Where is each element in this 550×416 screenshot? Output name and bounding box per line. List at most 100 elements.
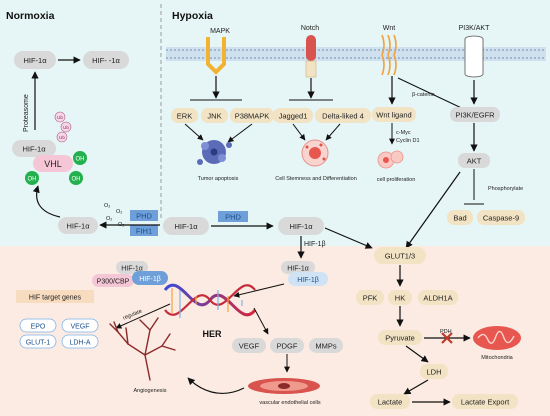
arrow-p38 bbox=[227, 123, 253, 143]
p38mapk-label: P38MAPK bbox=[235, 112, 270, 121]
arrow-akt-glut bbox=[405, 171, 461, 249]
o2-label-3: O₂ bbox=[106, 216, 112, 222]
hif-dimer-a-pill bbox=[281, 261, 315, 274]
hif-center-label: HIF-1α bbox=[174, 222, 198, 231]
bad-pill bbox=[447, 210, 473, 225]
caspase9-pill bbox=[477, 210, 525, 225]
lactate-export-pill bbox=[452, 394, 518, 409]
cell-proliferation-label: cell proliferation bbox=[377, 177, 416, 183]
hif-lower-label: HIF-1α bbox=[66, 222, 90, 231]
pdh-label: PDH bbox=[440, 329, 452, 335]
mapk-receptor-icon bbox=[206, 37, 226, 75]
hif-lower-pill bbox=[58, 217, 98, 234]
cyclin-label: Cyclin D1 bbox=[396, 138, 420, 144]
o2-label-2: O₂ bbox=[116, 209, 122, 215]
mitochondria-icon bbox=[473, 326, 521, 350]
arrow-b-catenin bbox=[397, 77, 471, 113]
hif-complex-pill bbox=[12, 140, 56, 157]
jnk-label: JNK bbox=[207, 112, 221, 121]
aldh-label: ALDH1A bbox=[423, 294, 452, 303]
arrow-jagged bbox=[292, 123, 306, 141]
mapk-label: MAPK bbox=[210, 28, 230, 35]
oh-icon-3 bbox=[25, 171, 39, 185]
arrow-ldh-lactate bbox=[403, 379, 429, 395]
notch-receptor-icon bbox=[306, 35, 316, 61]
phd-right-label: PHD bbox=[225, 213, 241, 222]
wnt-ligand-pill bbox=[372, 107, 416, 122]
arrow-hif-glut bbox=[324, 227, 373, 249]
hif-top-left-label: HIF-1α bbox=[23, 56, 47, 65]
gene-vegf bbox=[61, 318, 99, 333]
factor-pdgf bbox=[270, 338, 304, 353]
oh-label-3: OH bbox=[28, 177, 37, 183]
fih1-box bbox=[130, 225, 158, 236]
arrow-to-vhl bbox=[32, 185, 61, 218]
vascular-label: vascular endothelial cells bbox=[259, 400, 320, 406]
hif-dimer-a-label: HIF-1α bbox=[287, 266, 309, 273]
wnt-receptor-icon bbox=[381, 34, 397, 76]
wnt-ligand-label: Wnt ligand bbox=[376, 111, 411, 120]
gene-ldha bbox=[61, 334, 99, 349]
stem-cell-icon bbox=[301, 139, 329, 167]
oh-icon-1 bbox=[73, 151, 87, 165]
akt-pill bbox=[458, 153, 490, 168]
caspase9-label: Caspase-9 bbox=[483, 214, 519, 223]
angiogenesis-icon bbox=[109, 317, 176, 381]
pdh-blocked-icon bbox=[441, 332, 453, 344]
oh-label-1: OH bbox=[76, 157, 85, 163]
wnt-label: Wnt bbox=[383, 25, 396, 32]
notch-label: Notch bbox=[301, 25, 319, 32]
pi3k-label: PI3K/AKT bbox=[459, 25, 490, 32]
notch-intracellular-icon bbox=[305, 60, 317, 78]
hif-complex-label: HIF-1α bbox=[22, 145, 46, 154]
phd-right-box bbox=[218, 211, 248, 222]
factor-mmps bbox=[309, 338, 343, 353]
factor-vegf bbox=[232, 338, 266, 353]
ub-icon-2 bbox=[60, 121, 72, 133]
lactate-pill bbox=[370, 394, 410, 409]
angiogenesis-label: Angiogenesis bbox=[133, 388, 166, 394]
bad-label: Bad bbox=[453, 214, 466, 223]
aldh-pill bbox=[418, 290, 458, 305]
ub-label-3: Ub bbox=[59, 135, 65, 140]
gene-glut1-label: GLUT-1 bbox=[26, 340, 51, 347]
hif-dimer-b-label: HIF-1β bbox=[297, 277, 319, 284]
her-dna-icon bbox=[163, 283, 257, 318]
ub-icon-3 bbox=[56, 131, 68, 143]
pi3k-egfr-label: PI3K/EGFR bbox=[455, 111, 495, 120]
mitochondria-label: Mitochondria bbox=[481, 355, 513, 361]
gene-epo-label: EPO bbox=[31, 324, 46, 331]
gene-vegf-label: VEGF bbox=[70, 324, 89, 331]
ub-label-1: Ub bbox=[57, 115, 63, 120]
tumor-apoptosis-label: Tumor apoptosis bbox=[198, 176, 239, 182]
hif-center-pill bbox=[163, 217, 209, 235]
arrow-erk bbox=[184, 123, 204, 141]
erk-pill bbox=[171, 108, 198, 123]
jnk-pill bbox=[201, 108, 228, 123]
gene-glut1 bbox=[19, 334, 57, 349]
hif-dimer-b-pill bbox=[288, 272, 328, 286]
glut-pill bbox=[374, 247, 426, 264]
oh-label-2: OH bbox=[72, 177, 81, 183]
arrow-dimer-her bbox=[233, 283, 285, 298]
arrow-pyruvate-ldh bbox=[405, 345, 429, 363]
hk-pill bbox=[388, 290, 412, 305]
vhl-pill bbox=[33, 155, 73, 172]
fih1-label: FIH1 bbox=[136, 227, 152, 236]
cmyc-label: c-Myc bbox=[396, 130, 411, 136]
lactate-label: Lactate bbox=[378, 398, 403, 407]
jagged1-label: Jagged1 bbox=[279, 112, 308, 121]
proteasome-label: Proteasome bbox=[23, 94, 30, 132]
ub-label-2: Ub bbox=[63, 125, 69, 130]
hypoxia-title: Hypoxia bbox=[172, 10, 213, 22]
vascular-endothelial-cell-icon bbox=[248, 378, 320, 394]
pi3k-receptor-icon bbox=[464, 39, 484, 78]
arrow-her-factors bbox=[253, 307, 269, 335]
pfk-label: PFK bbox=[363, 294, 378, 303]
jagged1-pill bbox=[273, 108, 313, 123]
gene-ldha-label: LDH-A bbox=[69, 340, 90, 347]
akt-label: AKT bbox=[467, 157, 482, 166]
complex-a-pill bbox=[116, 261, 148, 274]
phd-label: PHD bbox=[136, 212, 152, 221]
